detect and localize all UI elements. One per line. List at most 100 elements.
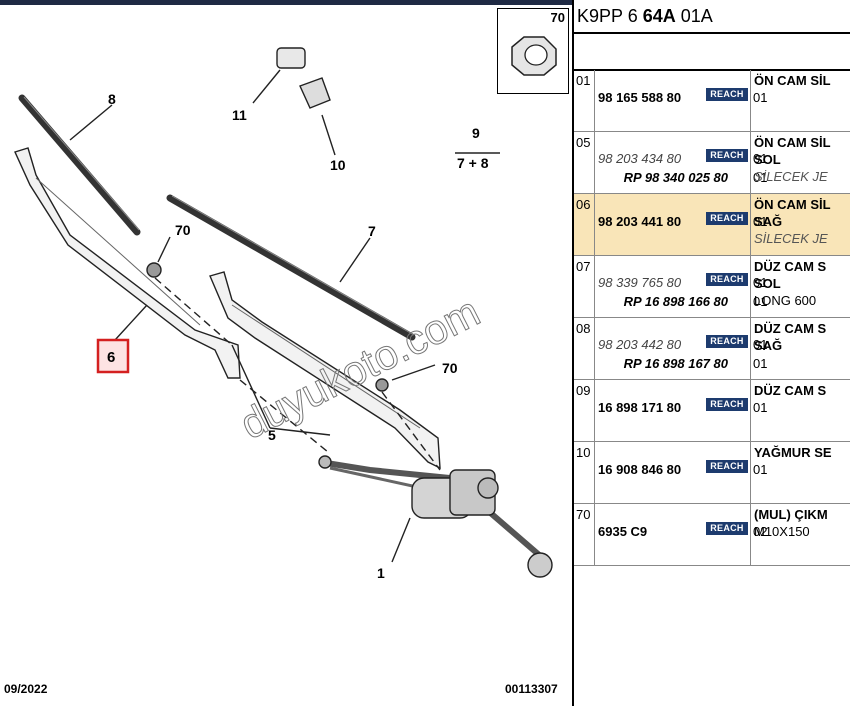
quantity: 01 — [753, 275, 768, 290]
header-code-a: K9PP 6 — [577, 6, 638, 26]
part-number[interactable]: 98 203 434 80 — [598, 151, 682, 166]
table-top-divider — [574, 69, 850, 71]
description-line: LONG 600 — [754, 293, 817, 308]
quantity: 01 — [753, 400, 768, 415]
replacement-quantity: 01 — [753, 294, 768, 309]
replacement-part-number[interactable]: RP 16 898 167 80 — [623, 356, 728, 371]
row-reference-cell: 98 203 442 80 REACH 01 RP 16 898 167 80 01 — [596, 318, 767, 379]
replacement-part-number[interactable]: RP 16 898 166 80 — [623, 294, 728, 309]
description-line: ÖN CAM SİL — [754, 197, 831, 212]
description-line: SOL — [754, 276, 781, 291]
callout-7-8: 7 + 8 — [457, 155, 489, 171]
nut-thumbnail[interactable]: 70 — [497, 8, 569, 94]
thumb-label: 70 — [550, 10, 565, 25]
description-line: DÜZ CAM S — [754, 321, 827, 336]
quantity: 01 — [753, 214, 768, 229]
row-reference-cell: 6935 C9 REACH 02 — [596, 504, 767, 565]
callout-6: 6 — [107, 349, 115, 366]
part-number[interactable]: 98 203 441 80 — [598, 214, 682, 229]
quantity: 01 — [753, 462, 768, 477]
top-bar — [0, 0, 572, 5]
description-line: SOL — [754, 152, 781, 167]
row-index: 05 — [574, 132, 595, 193]
part-number[interactable]: 6935 C9 — [598, 524, 648, 539]
row-index: 10 — [574, 442, 595, 503]
callout-11: 11 — [232, 107, 247, 123]
part-number[interactable]: 98 165 588 80 — [598, 90, 682, 105]
wiper-exploded-diagram: 8 11 10 9 7 + 8 70 7 70 5 1 6 duyukoto.c… — [14, 47, 553, 581]
description-line: (MUL) ÇIKM — [754, 507, 828, 522]
callout-5: 5 — [268, 427, 276, 443]
description-line: DÜZ CAM S — [754, 259, 827, 274]
description-line: SİLECEK JE — [754, 231, 828, 246]
nut-icon — [511, 36, 557, 76]
part-number[interactable]: 98 339 765 80 — [598, 275, 682, 290]
part-number[interactable]: 16 908 846 80 — [598, 462, 682, 477]
description-line: SİLECEK JE — [754, 169, 828, 184]
description-line: ÖN CAM SİL — [754, 73, 831, 88]
description-line: SAĞ — [754, 214, 783, 229]
wiper-linkage-motor[interactable] — [318, 455, 553, 578]
reach-badge: REACH — [706, 88, 748, 101]
replacement-quantity: 01 — [753, 170, 768, 185]
part-number[interactable]: 98 203 442 80 — [598, 337, 682, 352]
row-description: ÖN CAM SİL — [752, 70, 850, 131]
callout-6-highlight[interactable] — [96, 338, 130, 374]
wiper-arm-left[interactable] — [14, 147, 241, 379]
row-reference-cell: 16 908 846 80 REACH 01 — [596, 442, 767, 503]
row-reference-cell: 98 203 434 80 REACH 01 RP 98 340 025 80 01 — [596, 132, 767, 193]
row-reference-cell: 98 339 765 80 REACH 01 RP 16 898 166 80 01 — [596, 256, 767, 317]
description-line: YAĞMUR SE — [754, 445, 832, 460]
description-line: DÜZ CAM S — [754, 383, 827, 398]
nut-right[interactable] — [375, 378, 389, 392]
wiper-blade-left[interactable] — [18, 94, 141, 236]
row-index: 06 — [574, 194, 595, 255]
wiper-blade-right[interactable] — [166, 194, 416, 341]
footer-date: 09/2022 — [4, 682, 48, 696]
replacement-part-number[interactable]: RP 98 340 025 80 — [623, 170, 728, 185]
reach-badge: REACH — [706, 522, 748, 535]
callout-70-left: 70 — [175, 222, 191, 238]
reach-badge: REACH — [706, 273, 748, 286]
quantity: 01 — [753, 90, 768, 105]
rain-sensor[interactable] — [276, 47, 331, 109]
row-description: DÜZ CAM S — [752, 380, 850, 441]
quantity: 01 — [753, 151, 768, 166]
header-divider — [574, 32, 850, 34]
reach-badge: REACH — [706, 398, 748, 411]
description-line: SAĞ — [754, 338, 783, 353]
callout-8: 8 — [108, 91, 116, 107]
nut-left[interactable] — [146, 262, 162, 278]
reach-badge: REACH — [706, 335, 748, 348]
row-description: YAĞMUR SE — [752, 442, 850, 503]
quantity: 02 — [753, 524, 768, 539]
callout-70-right: 70 — [442, 360, 458, 376]
replacement-quantity: 01 — [753, 356, 768, 371]
wiper-arm-right[interactable] — [209, 271, 441, 470]
row-index: 01 — [574, 70, 595, 131]
row-reference-cell: 16 898 171 80 REACH 01 — [596, 380, 767, 441]
row-description: DÜZ CAM S SAĞ — [752, 318, 850, 379]
row-index: 70 — [574, 504, 595, 565]
callout-9: 9 — [472, 125, 480, 141]
reach-badge: REACH — [706, 149, 748, 162]
reach-badge: REACH — [706, 460, 748, 473]
row-index: 07 — [574, 256, 595, 317]
quantity: 01 — [753, 337, 768, 352]
callout-10: 10 — [330, 157, 346, 173]
reach-badge: REACH — [706, 212, 748, 225]
catalog-header: K9PP 6 64A 01A — [577, 6, 713, 27]
row-description: ÖN CAM SİL SAĞ SİLECEK JE — [752, 194, 850, 255]
row-reference-cell: 98 203 441 80 REACH 01 — [596, 194, 767, 255]
part-number[interactable]: 16 898 171 80 — [598, 400, 682, 415]
